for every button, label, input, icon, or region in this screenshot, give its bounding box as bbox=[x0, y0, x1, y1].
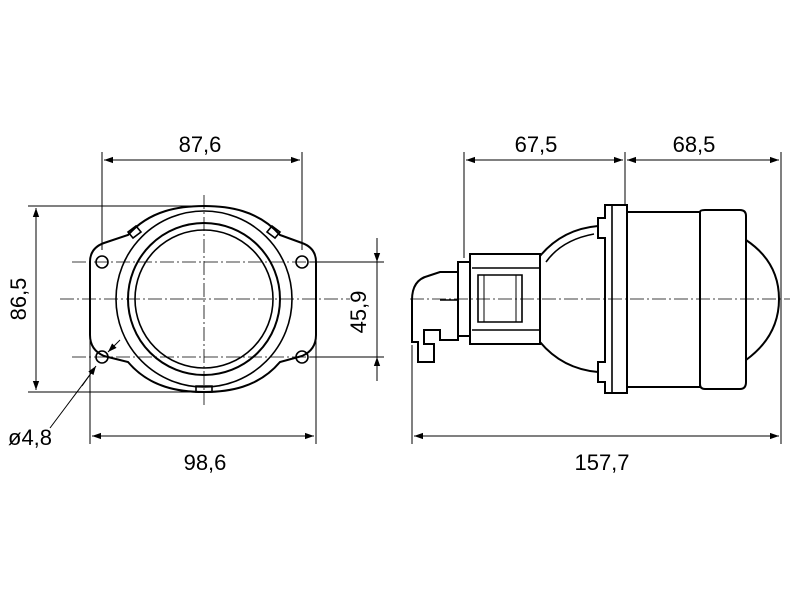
side-view: 67,5 68,5 157,7 bbox=[410, 132, 790, 475]
front-lug-bottom bbox=[195, 385, 213, 393]
side-front-housing bbox=[626, 211, 701, 388]
front-lug-top-left bbox=[126, 224, 143, 240]
front-flange-outline bbox=[89, 204, 317, 394]
side-connector-plug bbox=[411, 271, 459, 363]
side-flange bbox=[597, 204, 628, 394]
dim-hole-spacing-label: 45,9 bbox=[346, 291, 371, 334]
front-lug-top-right bbox=[265, 224, 282, 240]
side-bezel bbox=[699, 209, 747, 390]
dim-total-length-label: 157,7 bbox=[574, 450, 629, 475]
dim-hole-diameter-label: ø4,8 bbox=[8, 425, 52, 450]
hole-diameter-leader-arrow-a bbox=[107, 339, 121, 353]
front-view: 87,6 86,5 45,9 98,6 ø4,8 bbox=[6, 132, 384, 475]
side-lens-dome bbox=[745, 239, 781, 361]
dim-front-length-label: 68,5 bbox=[673, 132, 716, 157]
hole-diameter-leader-arrow-b bbox=[81, 365, 97, 387]
dim-top-width-label: 87,6 bbox=[179, 132, 222, 157]
dim-rear-length-label: 67,5 bbox=[515, 132, 558, 157]
side-rear-window bbox=[477, 274, 523, 323]
side-reflector-inner bbox=[545, 233, 595, 263]
dim-height-label: 86,5 bbox=[6, 278, 31, 321]
dim-bottom-width-label: 98,6 bbox=[184, 450, 227, 475]
